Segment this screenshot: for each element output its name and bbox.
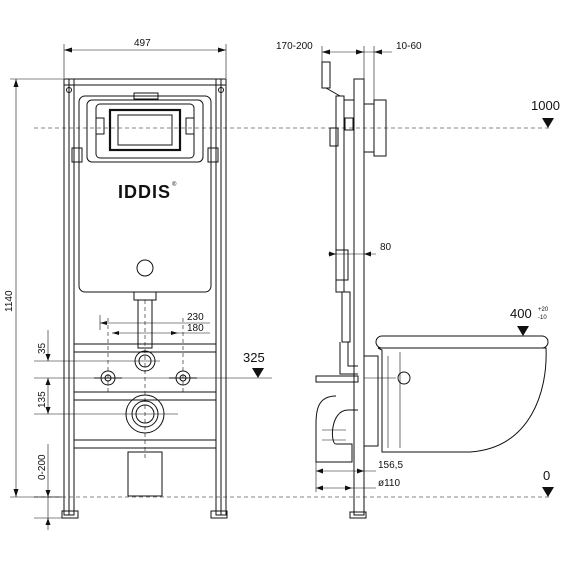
side-dimensions: 170-200 10-60 80 156,5 ø110	[276, 41, 422, 492]
dim-bolt-spacing: 180	[187, 323, 204, 334]
dim-outlet-diameter: ø110	[378, 478, 400, 489]
level-bowl-tol-plus: +20	[538, 307, 549, 313]
dim-frame-height: 1140	[4, 290, 15, 312]
level-floor: 0	[543, 468, 550, 483]
level-button: 1000	[531, 98, 560, 113]
frame-left-foot	[61, 510, 79, 519]
side-cistern	[335, 95, 345, 293]
dim-frame-width: 497	[134, 38, 151, 49]
front-dimensions: 497 1140 230 180 35 135 0-200	[4, 38, 227, 530]
level-marks: 1000 325 400 +20 -10 0	[34, 98, 560, 498]
water-inlet	[136, 259, 154, 277]
brand-logo: IDDIS	[118, 182, 171, 202]
dim-inlet-offset: 35	[37, 342, 48, 354]
level-bowl: 400	[510, 306, 532, 321]
dim-drain-offset: 135	[37, 391, 48, 408]
dim-floor-adjust: 0-200	[37, 454, 48, 480]
frame-right-foot	[210, 510, 228, 519]
toilet-seat	[375, 335, 549, 349]
dim-bowl-mount: 230	[187, 312, 204, 323]
level-bowl-tol-minus: -10	[538, 315, 547, 321]
level-bolts: 325	[243, 350, 265, 365]
dim-side-depth: 80	[380, 242, 392, 253]
toilet-bowl	[377, 347, 547, 453]
dim-outlet-offset: 156,5	[378, 460, 403, 471]
drain-plug	[127, 451, 163, 497]
dim-panel-depth: 10-60	[396, 41, 422, 52]
dim-wall-gap: 170-200	[276, 41, 313, 52]
front-view: IDDIS ®	[34, 78, 272, 519]
brand-registered-mark: ®	[172, 181, 177, 188]
side-drain-bend	[315, 395, 358, 463]
frame-top-bar	[63, 78, 227, 86]
side-frame-post	[353, 78, 365, 516]
side-view	[315, 61, 549, 519]
flush-plate-frame	[108, 108, 182, 152]
